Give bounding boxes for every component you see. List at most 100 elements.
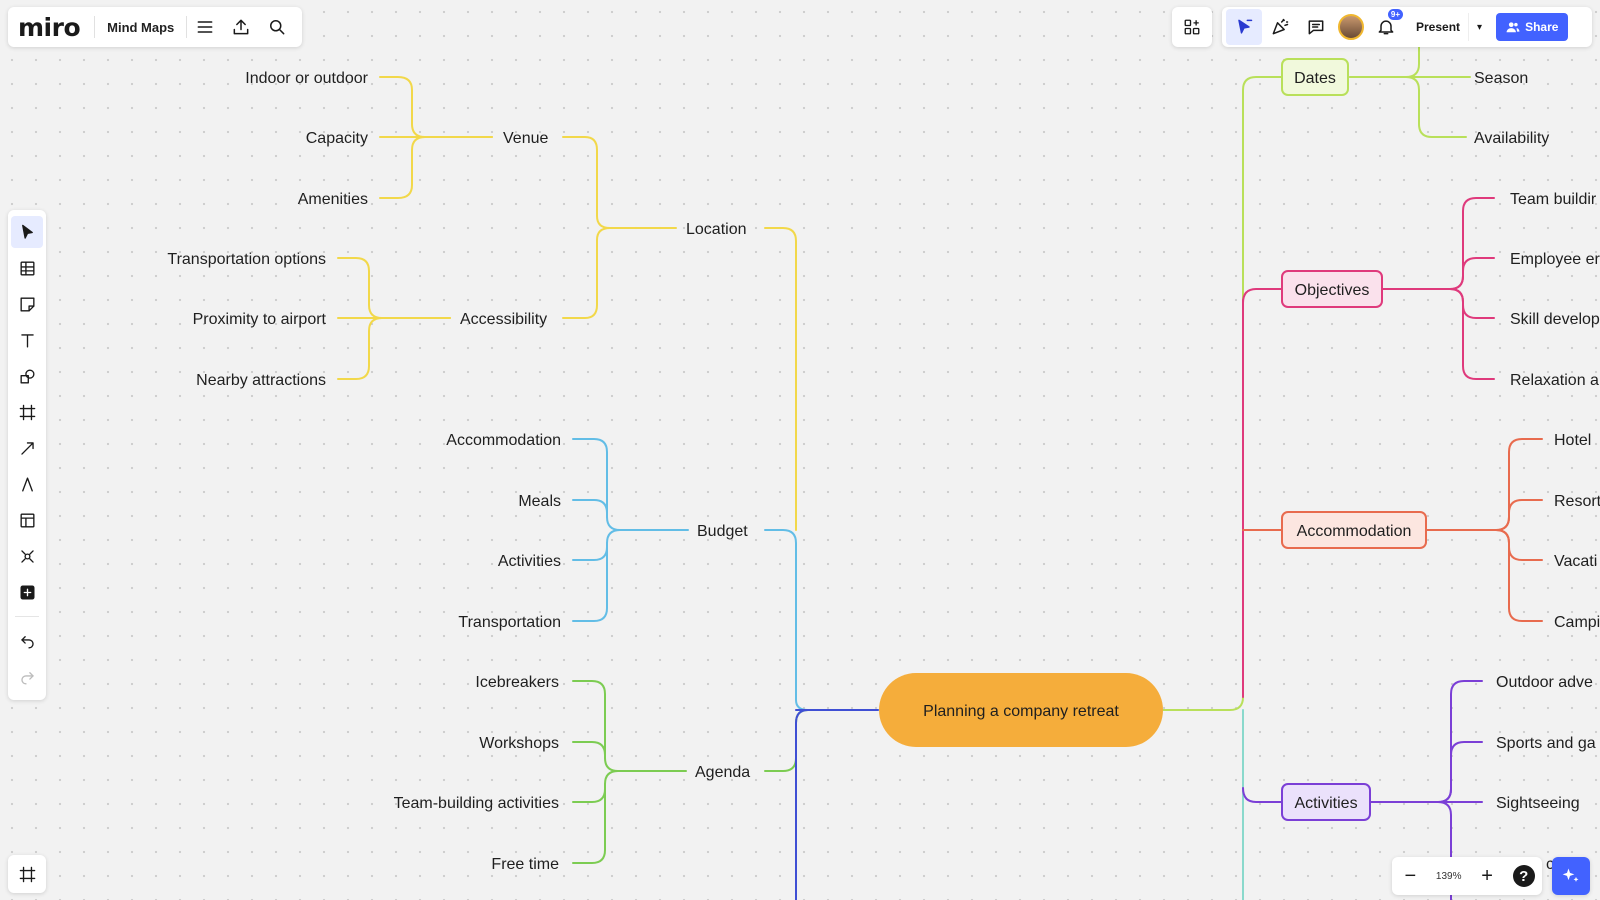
- frame-icon: [19, 866, 35, 882]
- search-button[interactable]: [259, 9, 295, 45]
- topic-indoor-outdoor[interactable]: Indoor or outdoor: [245, 70, 368, 87]
- pen-tool[interactable]: [11, 468, 43, 500]
- zoom-in-button[interactable]: +: [1481, 865, 1493, 887]
- undo-button[interactable]: [11, 625, 43, 657]
- topic-objectives[interactable]: Objectives: [1281, 270, 1383, 308]
- apps-button[interactable]: [1172, 7, 1212, 47]
- topic-workshops[interactable]: Workshops: [479, 735, 559, 752]
- plus-square-icon: [19, 584, 35, 600]
- celebrate-button[interactable]: [1262, 9, 1298, 45]
- pen-icon: [21, 476, 33, 492]
- ai-assist-button[interactable]: [1552, 857, 1590, 895]
- redo-button[interactable]: [11, 661, 43, 693]
- topic-team-building[interactable]: Team buildir: [1510, 191, 1597, 208]
- more-tools-button[interactable]: [11, 576, 43, 608]
- present-options-chevron-down-icon[interactable]: ▾: [1468, 13, 1490, 41]
- topic-nearby-attractions[interactable]: Nearby attractions: [196, 372, 326, 389]
- menu-button[interactable]: [187, 9, 223, 45]
- topic-team-building-activities[interactable]: Team-building activities: [394, 795, 559, 812]
- hamburger-icon: [197, 21, 213, 33]
- shapes-icon: [19, 368, 35, 384]
- bell-icon: [1378, 20, 1394, 35]
- topic-resort[interactable]: Resort: [1554, 493, 1600, 510]
- topic-dates[interactable]: Dates: [1281, 58, 1349, 96]
- topic-accessibility[interactable]: Accessibility: [460, 311, 547, 328]
- topic-agenda[interactable]: Agenda: [695, 764, 750, 781]
- apps-icon: [1184, 19, 1200, 35]
- topic-dates-label: Dates: [1294, 70, 1336, 87]
- frame-icon: [19, 404, 35, 420]
- layout-icon: [19, 512, 35, 528]
- zoom-level[interactable]: 139%: [1435, 870, 1462, 882]
- topic-activities[interactable]: Activities: [1281, 783, 1371, 821]
- topic-sightseeing[interactable]: Sightseeing: [1496, 795, 1580, 812]
- topic-availability[interactable]: Availability: [1474, 130, 1549, 147]
- topic-budget[interactable]: Budget: [697, 523, 748, 540]
- topic-relaxation[interactable]: Relaxation a: [1510, 372, 1599, 389]
- text-tool[interactable]: [11, 324, 43, 356]
- creation-toolbar: [8, 210, 46, 700]
- topic-capacity[interactable]: Capacity: [306, 130, 368, 147]
- topic-objectives-label: Objectives: [1295, 282, 1370, 299]
- topic-vacation[interactable]: Vacati: [1554, 553, 1597, 570]
- search-icon: [270, 20, 285, 35]
- mind-map-icon: [20, 549, 34, 563]
- topic-icebreakers[interactable]: Icebreakers: [475, 674, 559, 691]
- frame-tool[interactable]: [11, 396, 43, 428]
- topic-season[interactable]: Season: [1474, 70, 1528, 87]
- board-name[interactable]: Mind Maps: [107, 19, 175, 35]
- divider: [94, 16, 96, 38]
- export-button[interactable]: [223, 9, 259, 45]
- topic-location[interactable]: Location: [686, 221, 747, 238]
- share-label: Share: [1525, 20, 1559, 34]
- connection-line-tool[interactable]: [11, 432, 43, 464]
- zoom-controls: − 139% + ?: [1392, 857, 1542, 895]
- topic-transportation-options[interactable]: Transportation options: [167, 251, 326, 268]
- topic-budget-activities[interactable]: Activities: [498, 553, 561, 570]
- topic-accommodation[interactable]: Accommodation: [1281, 511, 1427, 549]
- collaboration-toolbar: 9+ Present ▾ Share: [1222, 7, 1592, 47]
- topic-skill-development[interactable]: Skill develop: [1510, 311, 1600, 328]
- frames-panel-button[interactable]: [8, 855, 46, 893]
- miro-logo[interactable]: miro: [18, 12, 81, 42]
- redo-icon: [20, 671, 34, 685]
- root-topic[interactable]: Planning a company retreat: [879, 673, 1163, 747]
- upload-icon: [233, 19, 249, 35]
- help-button[interactable]: ?: [1512, 865, 1535, 887]
- zoom-out-button[interactable]: −: [1404, 865, 1417, 887]
- share-button[interactable]: Share: [1496, 13, 1569, 41]
- comments-button[interactable]: [1298, 9, 1334, 45]
- sticky-note-icon: [19, 296, 35, 312]
- mind-map-tool[interactable]: [11, 540, 43, 572]
- select-tool[interactable]: [11, 216, 43, 248]
- comment-icon: [1308, 20, 1324, 35]
- table-tool[interactable]: [11, 252, 43, 284]
- topic-activities-label: Activities: [1294, 795, 1357, 812]
- arrow-line-icon: [20, 441, 34, 455]
- topic-transportation[interactable]: Transportation: [458, 614, 561, 631]
- topic-amenities[interactable]: Amenities: [298, 191, 368, 208]
- topic-meals[interactable]: Meals: [518, 493, 561, 510]
- topic-proximity-airport[interactable]: Proximity to airport: [193, 311, 327, 328]
- divider: [186, 16, 188, 38]
- topic-employee-engagement[interactable]: Employee er: [1510, 251, 1600, 268]
- cursor-mode-button[interactable]: [1226, 9, 1262, 45]
- table-icon: [19, 260, 35, 276]
- sticky-note-tool[interactable]: [11, 288, 43, 320]
- shapes-tool[interactable]: [11, 360, 43, 392]
- templates-tool[interactable]: [11, 504, 43, 536]
- party-popper-icon: [1272, 18, 1289, 35]
- notifications-button[interactable]: 9+: [1368, 9, 1404, 45]
- topic-partial[interactable]: c: [1546, 856, 1554, 873]
- topic-accommodation-label: Accommodation: [1297, 523, 1412, 540]
- topic-hotel[interactable]: Hotel: [1554, 432, 1591, 449]
- topic-sports-games[interactable]: Sports and ga: [1496, 735, 1596, 752]
- topic-budget-accommodation[interactable]: Accommodation: [446, 432, 561, 449]
- topic-free-time[interactable]: Free time: [491, 856, 559, 873]
- avatar[interactable]: [1338, 14, 1364, 40]
- topic-camping[interactable]: Campi: [1554, 614, 1600, 631]
- present-button[interactable]: Present: [1416, 20, 1461, 34]
- topic-outdoor-adventures[interactable]: Outdoor adve: [1496, 674, 1593, 691]
- topic-venue[interactable]: Venue: [503, 130, 548, 147]
